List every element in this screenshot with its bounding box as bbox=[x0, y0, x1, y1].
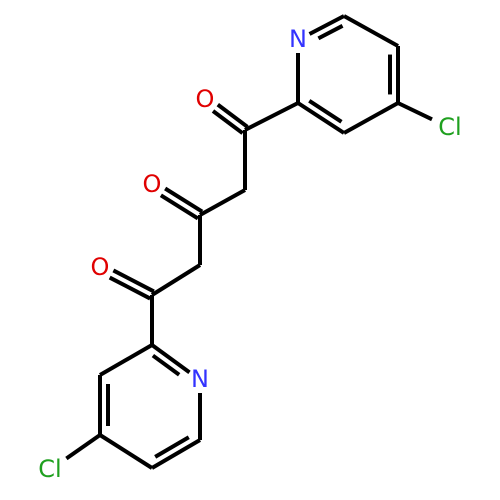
atom-label-n-top: N bbox=[289, 25, 307, 53]
bond-c-cl-top bbox=[397, 101, 433, 122]
bond-ring-top-c3-c2-inner bbox=[308, 99, 343, 124]
atom-label-o1: O bbox=[196, 85, 215, 113]
bond-ring-bottom-c6-c5 bbox=[150, 438, 202, 470]
atom-label-cl-top: Cl bbox=[438, 113, 461, 141]
bond-c1-o1-a bbox=[216, 102, 249, 129]
bond-c5-o3-a bbox=[112, 268, 155, 294]
bond-ring-bottom-c3-c2 bbox=[99, 343, 153, 377]
bond-c-cl-bottom bbox=[65, 433, 102, 461]
bond-c3-o2-a bbox=[164, 186, 204, 214]
bond-ring-top-c3-c2 bbox=[296, 101, 346, 135]
bond-c3-o2-b bbox=[159, 193, 199, 221]
bond-ring-top-c4-c3 bbox=[343, 101, 399, 135]
atom-label-o2: O bbox=[143, 170, 162, 198]
atom-label-n-bottom: N bbox=[191, 365, 209, 393]
bond-ring-top-n-c6-inner bbox=[317, 24, 344, 41]
bond-ring-top-to-c1 bbox=[244, 101, 299, 132]
atom-label-o3: O bbox=[91, 253, 110, 281]
bond-layer bbox=[65, 14, 433, 470]
bond-ring-bottom-c2-n-inner bbox=[151, 353, 181, 377]
bond-ring-bottom-c2-n bbox=[150, 343, 191, 374]
bond-ch2b-c5 bbox=[150, 263, 202, 297]
atom-label-cl-bottom: Cl bbox=[38, 455, 61, 483]
bond-ring-top-c6-c5 bbox=[343, 14, 399, 48]
bond-c5-o3-b bbox=[108, 275, 152, 301]
bond-ring-bottom-c5-c4 bbox=[98, 433, 154, 470]
bond-ring-bottom-c6-c5-inner bbox=[154, 435, 190, 459]
bond-ch2a-c3 bbox=[199, 188, 246, 217]
bond-ring-top-n-c6 bbox=[308, 14, 345, 36]
bond-c1-o1-b bbox=[211, 109, 244, 135]
